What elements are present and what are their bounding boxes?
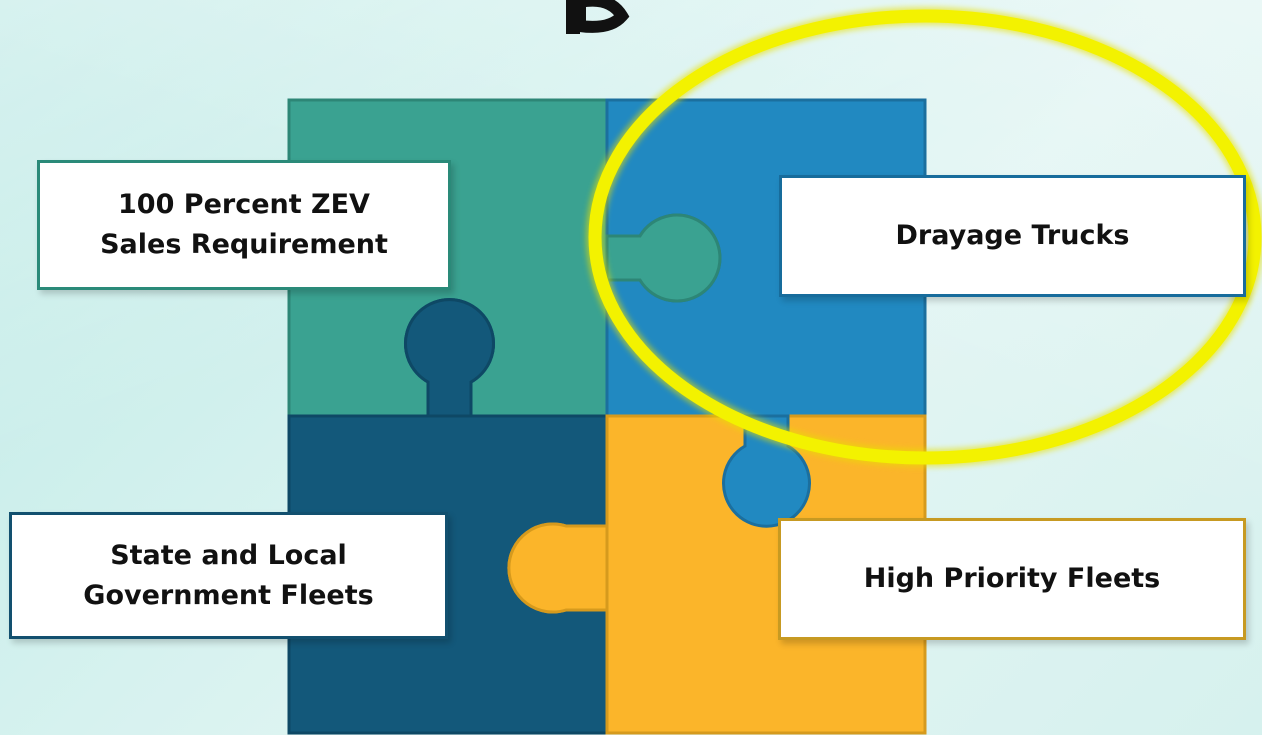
- label-zev-sales-requirement: 100 Percent ZEV Sales Requirement: [37, 160, 451, 290]
- knob-yellow: [507, 522, 609, 614]
- label-high-priority-fleets: High Priority Fleets: [778, 518, 1246, 640]
- label-drayage-trucks: Drayage Trucks: [779, 175, 1246, 297]
- knob-darkblue: [404, 298, 495, 418]
- knob-green: [605, 213, 722, 303]
- highlight-ellipse-stroke: [588, 9, 1262, 465]
- label-state-local-fleets: State and Local Government Fleets: [9, 512, 448, 639]
